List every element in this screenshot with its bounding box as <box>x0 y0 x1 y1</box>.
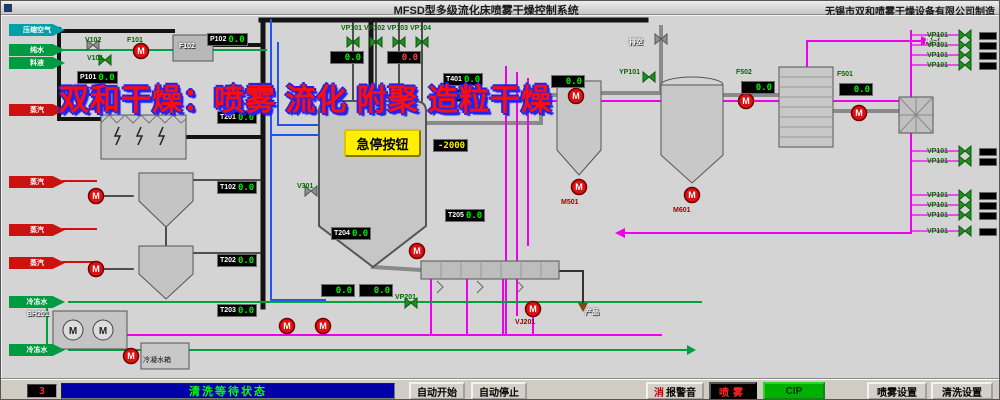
inlet-chilled-water-2: 冷冻水 <box>9 344 65 356</box>
vp-stack-row: VP101 <box>927 147 997 156</box>
inlet-feed-liquid: 料液 <box>9 57 65 69</box>
watermark-text: 双和干燥：喷雾 流化 附聚 造粒干燥 <box>59 84 553 117</box>
tag-yp101: YP101 <box>619 69 641 76</box>
inlet-compressed-air: 压缩空气 <box>9 24 65 36</box>
bottom-bar: 3 清洗等待状态 自动开始 自动停止 消报警音 喷雾 CIP 喷雾设置 清洗设置 <box>1 379 999 399</box>
inlet-steam-2: 蒸汽 <box>9 176 65 188</box>
page-title: MFSD型多级流化床喷雾干燥控制系统 <box>393 5 579 17</box>
tag-vp101: VP101 <box>341 25 363 32</box>
display-chamber-pressure: -2000 <box>433 139 469 152</box>
vp-indicator <box>979 227 997 236</box>
tag-bh201: BH201 <box>27 311 49 318</box>
alarm-mute-label: 报警音 <box>666 387 696 399</box>
tag-vp104: VP104 <box>410 25 432 32</box>
tag-m601: M601 <box>673 207 691 214</box>
vp-stack-row: VP101 <box>927 201 997 210</box>
vp-indicator <box>979 31 997 40</box>
alarm-mute-button[interactable]: 消报警音 <box>646 382 704 399</box>
vp-stack-row: VP101 <box>927 61 997 70</box>
alarm-mute-prefix: 消 <box>654 387 664 399</box>
tag-f502: F502 <box>736 69 752 76</box>
tag-vp201: VP201 <box>395 294 417 301</box>
clean-settings-button[interactable]: 清洗设置 <box>931 382 993 399</box>
spray-button[interactable]: 喷雾 <box>709 382 757 399</box>
vp-indicator <box>979 211 997 220</box>
tag-vj201: VJ201 <box>515 319 536 326</box>
tag-m501: M501 <box>561 199 579 206</box>
spray-settings-button[interactable]: 喷雾设置 <box>867 382 927 399</box>
tag-f102: F102 <box>179 43 195 50</box>
tag-v101: V101 <box>87 55 104 62</box>
svg-text:M: M <box>99 326 107 337</box>
tag-v301: V301 <box>297 183 314 190</box>
inlet-steam-3: 蒸汽 <box>9 224 65 236</box>
tag-f501: F501 <box>837 71 853 78</box>
display-bed-left: 0.0 <box>321 284 355 297</box>
vp-stack-row: VP101 <box>927 51 997 60</box>
title-bar: MFSD型多级流化床喷雾干燥控制系统 无锡市双和喷雾干燥设备有限公司制造 <box>1 1 999 18</box>
vp-indicator <box>979 61 997 70</box>
display-f502: 0.0 <box>741 81 775 94</box>
auto-stop-button[interactable]: 自动停止 <box>471 382 527 399</box>
inlet-steam-4: 蒸汽 <box>9 257 65 269</box>
display-bed-right: 0.0 <box>359 284 393 297</box>
app-icon <box>4 4 12 12</box>
vp-stack-row: VP101 <box>927 31 997 40</box>
display-vp-left: 0.0 <box>330 51 364 64</box>
vp-indicator <box>979 41 997 50</box>
vp-stack-row: VP101 <box>927 41 997 50</box>
vp-indicator <box>979 147 997 156</box>
tag-product: 产品 <box>585 309 599 316</box>
vp-stack-row: VP101 <box>927 191 997 200</box>
tag-f101: F101 <box>127 37 143 44</box>
vp-indicator <box>979 157 997 166</box>
process-canvas: M <box>1 15 999 379</box>
inlet-pure-water: 纯水 <box>9 44 65 56</box>
vp-stack-row: VP101 <box>927 211 997 220</box>
inlet-steam-1: 蒸汽 <box>9 104 65 116</box>
cip-button[interactable]: CIP <box>763 382 825 399</box>
inlet-chilled-water-1: 冷冻水 <box>9 296 65 308</box>
vp-indicator <box>979 191 997 200</box>
tag-tail-gas: 尾气 <box>925 37 939 44</box>
tag-condensate-tank: 冷凝水箱 <box>143 357 171 364</box>
status-banner: 清洗等待状态 <box>61 383 395 399</box>
display-f501: 0.0 <box>839 83 873 96</box>
tag-vp102: VP102 <box>364 25 386 32</box>
emergency-stop-button[interactable]: 急停按钮 <box>344 129 421 157</box>
display-t401b: 0.0 <box>443 89 477 102</box>
tag-vent: 排空 <box>629 39 643 46</box>
process-diagram: M <box>46 17 972 370</box>
vp-indicator <box>979 201 997 210</box>
step-counter: 3 <box>27 384 57 398</box>
vp-stack-row: VP101 <box>927 227 997 236</box>
vp-indicator <box>979 51 997 60</box>
auto-start-button[interactable]: 自动开始 <box>409 382 465 399</box>
display-vp-right: 0.0 <box>387 51 421 64</box>
company-label: 无锡市双和喷雾干燥设备有限公司制造 <box>825 7 995 18</box>
display-cyclone: 0.0 <box>551 75 585 88</box>
tag-v102: V102 <box>85 37 102 44</box>
svg-text:M: M <box>69 326 77 337</box>
vp-stack-row: VP101 <box>927 157 997 166</box>
tag-vp103: VP103 <box>387 25 409 32</box>
